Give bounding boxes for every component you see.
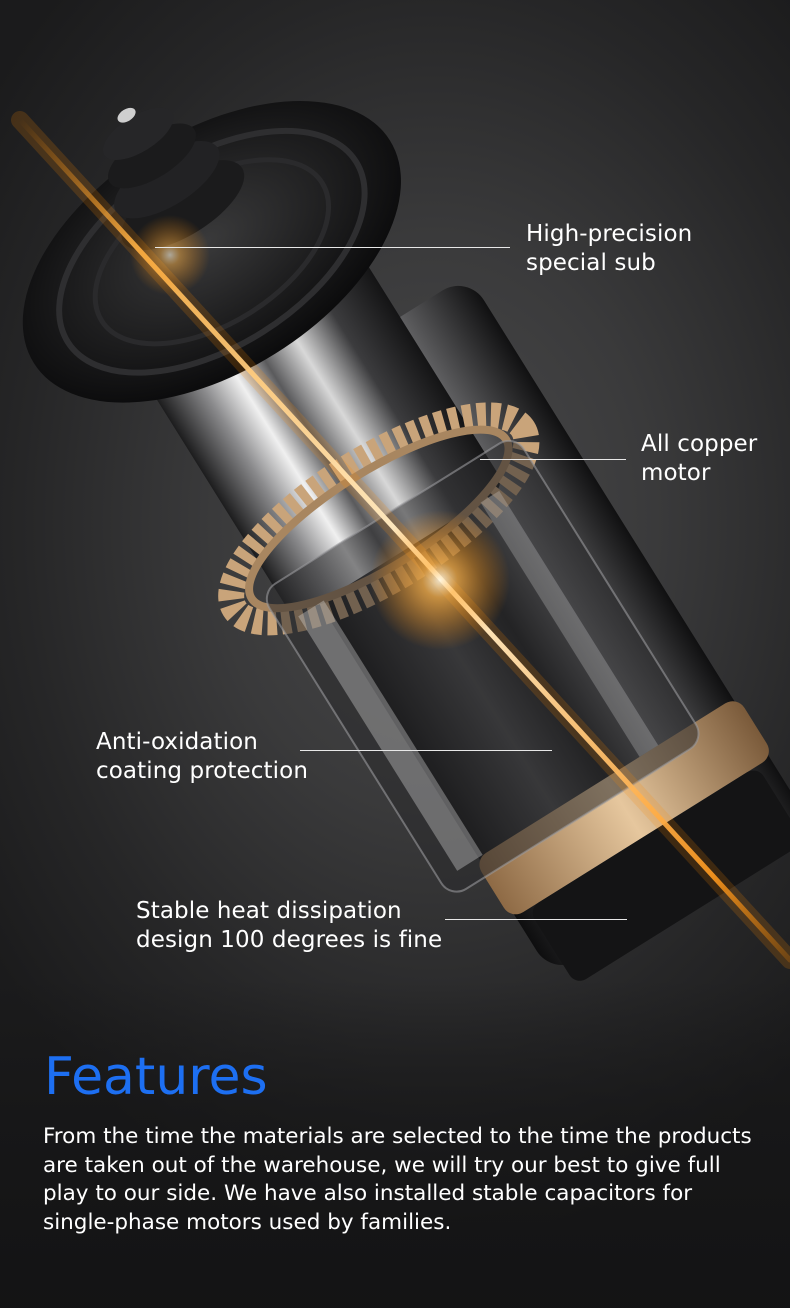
- callout-leader-heat-dissipation: [445, 919, 627, 920]
- callout-leader-high-precision: [155, 247, 510, 248]
- callout-leader-all-copper: [480, 459, 626, 460]
- callout-heat-dissipation: Stable heat dissipation design 100 degre…: [136, 898, 443, 953]
- callout-all-copper: All copper motor: [641, 431, 758, 486]
- callout-anti-oxidation: Anti-oxidation coating protection: [96, 729, 309, 784]
- features-title: Features: [44, 1047, 268, 1107]
- features-description: From the time the materials are selected…: [43, 1124, 752, 1235]
- bottom-shade: [0, 980, 790, 1308]
- callout-high-precision: High-precision special sub: [526, 221, 693, 276]
- callout-leader-anti-oxidation: [300, 750, 552, 751]
- motor-assembly: [22, 100, 790, 981]
